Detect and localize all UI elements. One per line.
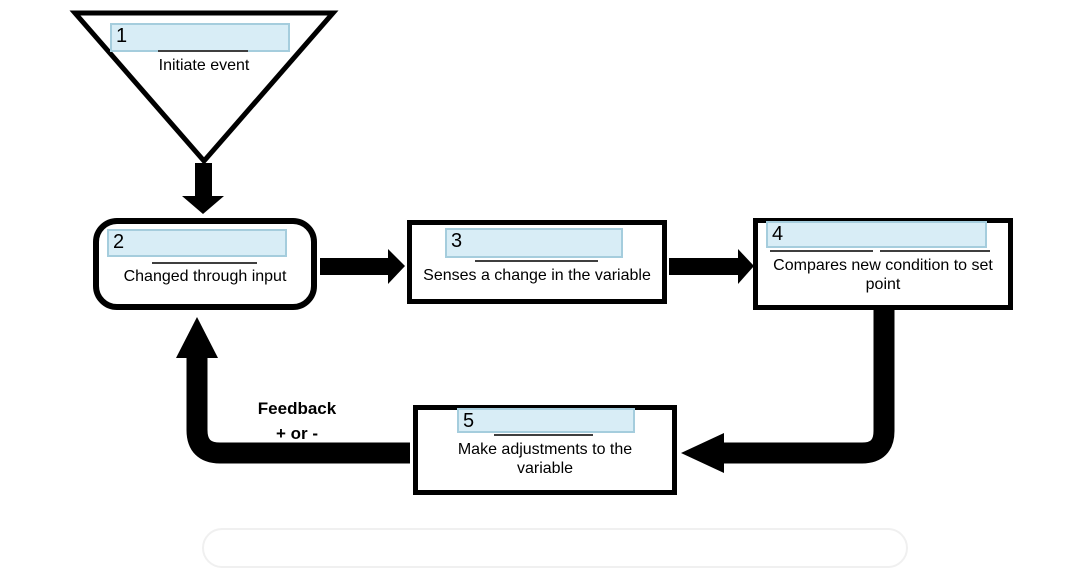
field-number-5: 5: [463, 410, 475, 432]
blank-underline-3: [475, 260, 598, 262]
answer-field-5[interactable]: 5: [457, 408, 635, 433]
feedback-arrow: [176, 317, 410, 464]
answer-field-4[interactable]: 4: [766, 221, 987, 248]
node-label-initiate-event: Initiate event: [158, 57, 250, 74]
answer-field-1[interactable]: 1: [110, 23, 290, 52]
answer-field-2[interactable]: 2: [107, 229, 287, 257]
node-label-senses-change: Senses a change in the variable: [423, 267, 651, 284]
feedback-label-line1: Feedback: [257, 399, 337, 418]
field-number-1: 1: [116, 25, 128, 47]
node-label-changed-through-input: Changed through input: [123, 268, 287, 285]
blank-underline-1: [158, 50, 248, 52]
blank-underline-5: [494, 434, 593, 436]
arrow-2-to-3: [320, 249, 405, 284]
feedback-label-line2: + or -: [275, 424, 319, 443]
arrow-3-to-4: [669, 249, 754, 284]
arrow-1-to-2: [182, 163, 224, 214]
answer-field-3[interactable]: 3: [445, 228, 623, 258]
blank-underline-2: [152, 262, 257, 264]
arrow-4-to-5: [681, 310, 895, 473]
blank-underline-4a: [770, 250, 873, 252]
field-number-4: 4: [772, 223, 784, 245]
field-number-3: 3: [451, 230, 463, 252]
node-label-compares-condition: Compares new condition to set point: [773, 257, 993, 293]
node-label-make-adjustments: Make adjustments to the variable: [457, 441, 633, 477]
blank-underline-4b: [880, 250, 990, 252]
feedback-label: Feedback + or -: [245, 396, 349, 446]
field-number-2: 2: [113, 231, 125, 253]
